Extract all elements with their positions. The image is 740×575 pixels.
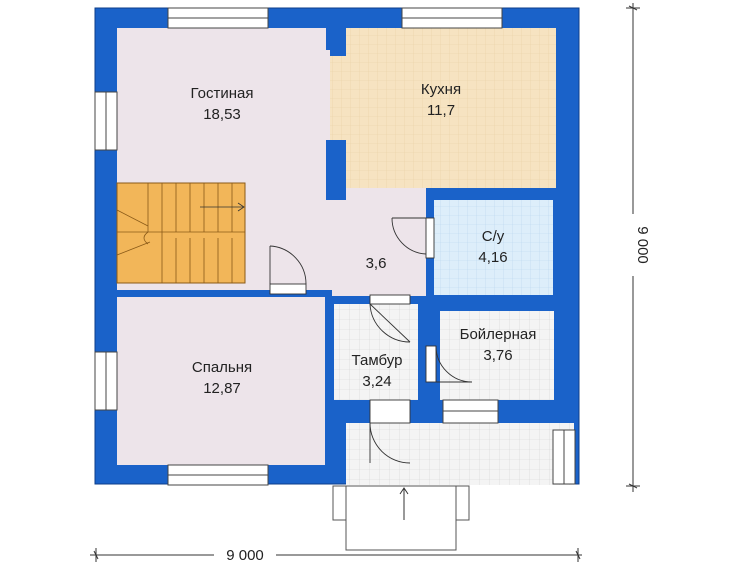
windows xyxy=(94,7,576,486)
dimension-width-label: 9 000 xyxy=(226,547,264,564)
dimension-bottom xyxy=(90,548,582,562)
kitchen-area: 11,7 xyxy=(427,102,455,119)
vestibule-area: 3,24 xyxy=(362,373,391,390)
vestibule-floor xyxy=(334,304,418,400)
bathroom-floor xyxy=(433,200,553,295)
porch-floor xyxy=(346,423,574,485)
dimension-bottom-label-bg xyxy=(214,546,276,564)
stair-steps xyxy=(116,183,245,283)
doors xyxy=(269,217,473,464)
dimension-right-label-bg xyxy=(624,214,642,276)
dimension-height-label: 9 000 xyxy=(634,226,651,264)
interior-wall-stub xyxy=(326,28,334,50)
interior-wall-bedroom-top xyxy=(117,290,332,297)
bathroom-name: С/у xyxy=(482,228,505,245)
hall-area: 3,6 xyxy=(366,255,387,272)
bedroom-floor xyxy=(117,297,325,465)
interior-wall-kitchen xyxy=(326,140,346,200)
bedroom-area: 12,87 xyxy=(203,380,241,397)
entry-step-inner xyxy=(345,485,457,551)
boiler-name: Бойлерная xyxy=(460,326,537,343)
bedroom-name: Спальня xyxy=(192,359,252,376)
vestibule-name: Тамбур xyxy=(352,352,403,369)
living-room-name: Гостиная xyxy=(191,85,254,102)
boiler-area: 3,76 xyxy=(483,347,512,364)
interior-wall-horizontal xyxy=(426,188,556,200)
hall-floor xyxy=(330,188,427,296)
kitchen-name: Кухня xyxy=(421,81,461,98)
stairs xyxy=(116,182,246,284)
entry-arrow-head xyxy=(399,487,409,495)
living-room-area: 18,53 xyxy=(203,106,241,123)
kitchen-floor xyxy=(346,28,556,188)
bathroom-area: 4,16 xyxy=(478,249,507,266)
boiler-floor xyxy=(440,311,554,400)
